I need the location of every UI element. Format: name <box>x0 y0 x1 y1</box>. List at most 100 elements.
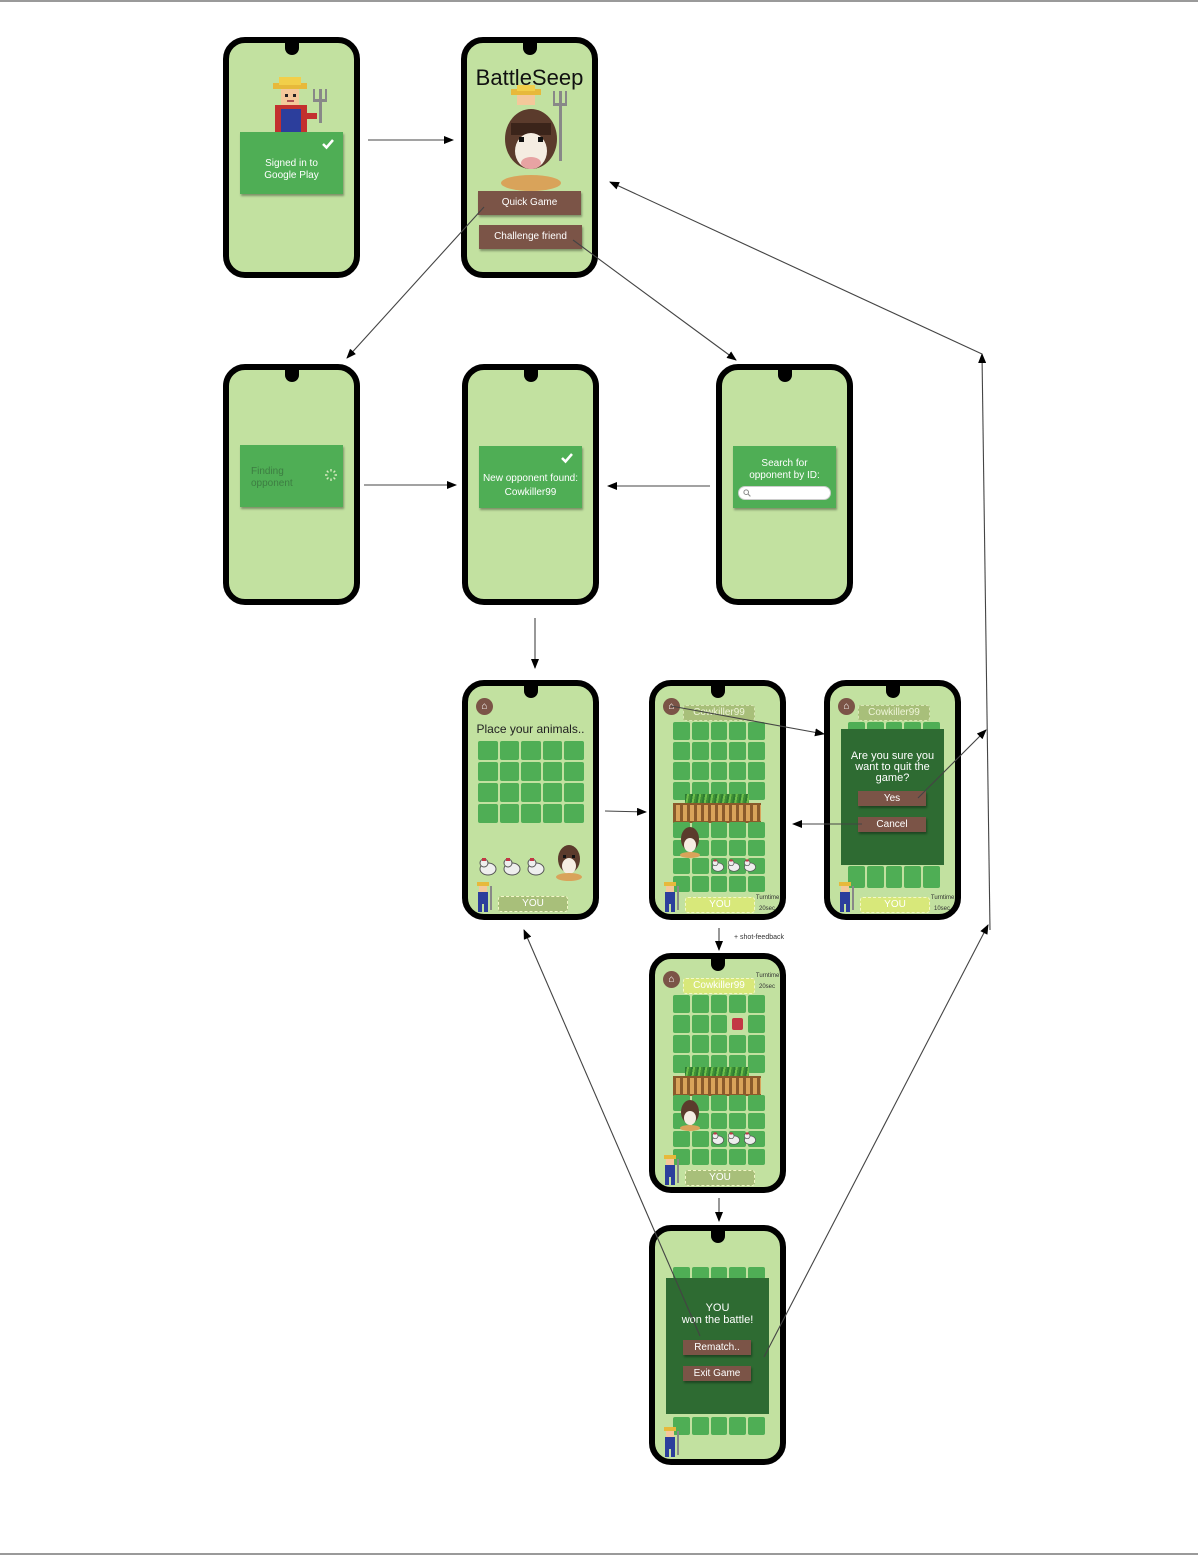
opponent-name-label: Cowkiller99 <box>683 705 755 721</box>
grid-cell[interactable] <box>691 762 709 780</box>
quick-game-button[interactable]: Quick Game <box>478 191 581 215</box>
cancel-button[interactable]: Cancel <box>858 817 926 832</box>
grid-cell[interactable] <box>691 1015 709 1033</box>
check-icon <box>561 453 573 464</box>
grid-cell[interactable] <box>748 1055 765 1073</box>
grid-cell[interactable] <box>564 783 584 802</box>
grid-cell[interactable] <box>499 741 520 760</box>
grid-cell[interactable] <box>564 804 584 823</box>
challenge-friend-button[interactable]: Challenge friend <box>479 225 582 249</box>
grid-cell[interactable] <box>478 762 498 781</box>
home-button[interactable]: ⌂ <box>476 698 493 715</box>
grid-cell[interactable] <box>542 783 563 802</box>
grid-cell[interactable] <box>478 783 498 802</box>
grid-cell[interactable] <box>673 742 690 760</box>
grid-cell[interactable] <box>564 762 584 781</box>
grid-cell[interactable] <box>499 783 520 802</box>
opponent-id-search-input[interactable] <box>738 486 831 500</box>
grid-cell[interactable] <box>710 995 728 1013</box>
grid-cell[interactable] <box>521 804 541 823</box>
grid-cell[interactable] <box>478 741 498 760</box>
farmer-icon <box>664 1427 679 1457</box>
grid-cell[interactable] <box>673 995 690 1013</box>
grid-cell[interactable] <box>710 1015 728 1033</box>
grid-cell <box>691 1267 709 1279</box>
grid-cell <box>885 866 903 888</box>
grid-cell[interactable] <box>748 722 765 740</box>
grid-cell[interactable] <box>673 1035 690 1053</box>
grid-cell[interactable] <box>748 1035 765 1053</box>
grid-cell[interactable] <box>673 722 690 740</box>
grid-cell <box>729 1417 747 1435</box>
placement-grid[interactable] <box>478 741 584 823</box>
chicken-icon[interactable] <box>526 856 546 876</box>
grid-cell[interactable] <box>691 1035 709 1053</box>
cow-icon <box>680 1100 700 1131</box>
grid-cell <box>729 822 747 838</box>
grid-cell <box>748 1149 765 1165</box>
grid-cell[interactable] <box>729 762 747 780</box>
phone-notch <box>710 686 725 698</box>
exit-game-button[interactable]: Exit Game <box>683 1366 751 1381</box>
grid-cell[interactable] <box>729 1035 747 1053</box>
grid-cell[interactable] <box>748 782 765 800</box>
grid-cell[interactable] <box>729 995 747 1013</box>
turn-time-value: 10sec <box>933 906 950 912</box>
player-grid <box>673 1417 765 1435</box>
farmer-icon <box>273 77 327 137</box>
home-button[interactable]: ⌂ <box>663 971 680 988</box>
grid-cell[interactable] <box>691 995 709 1013</box>
opponent-found-line1: New opponent found: <box>482 473 579 484</box>
grid-cell[interactable] <box>499 804 520 823</box>
grid-cell[interactable] <box>748 742 765 760</box>
farmer-icon <box>664 1155 679 1185</box>
grid-cell[interactable] <box>542 762 563 781</box>
arrow-quickgame-to-finding <box>346 206 485 359</box>
arrow-yes-to-junction <box>917 729 987 799</box>
grid-cell[interactable] <box>710 742 728 760</box>
turn-time-value: 20sec <box>758 906 775 912</box>
home-button[interactable]: ⌂ <box>838 698 855 715</box>
grid-cell[interactable] <box>673 762 690 780</box>
grid-cell[interactable] <box>710 762 728 780</box>
opponent-grid[interactable] <box>673 722 765 800</box>
grid-cell[interactable] <box>521 783 541 802</box>
grid-cell[interactable] <box>710 722 728 740</box>
grid-cell[interactable] <box>691 722 709 740</box>
grid-cell[interactable] <box>748 1015 765 1033</box>
phone-notch <box>777 370 792 382</box>
grid-cell[interactable] <box>729 722 747 740</box>
grid-cell[interactable] <box>542 804 563 823</box>
grid-cell[interactable] <box>691 742 709 760</box>
grid-cell[interactable] <box>521 762 541 781</box>
phone-notch <box>523 686 538 698</box>
grid-cell[interactable] <box>748 995 765 1013</box>
cow-icon <box>680 827 700 858</box>
grid-cell <box>866 866 884 888</box>
grid-cell <box>748 822 765 838</box>
grid-cell[interactable] <box>748 762 765 780</box>
turn-time-label: Turntime: <box>930 895 956 901</box>
phone-win-dialog: YOU won the battle! Rematch.. Exit Game <box>649 1225 786 1465</box>
grid-cell[interactable] <box>521 741 541 760</box>
grid-cell <box>923 866 940 888</box>
phone-main-menu: BattleSeep Quick Game Challenge friend <box>461 37 598 278</box>
chicken-icon[interactable] <box>478 856 498 876</box>
grid-cell <box>748 876 765 892</box>
yes-button[interactable]: Yes <box>858 791 926 806</box>
grid-cell <box>691 1131 709 1147</box>
rematch-button[interactable]: Rematch.. <box>683 1340 751 1355</box>
chicken-icon[interactable] <box>502 856 522 876</box>
cow-icon[interactable] <box>554 841 584 881</box>
grid-cell[interactable] <box>542 741 563 760</box>
grid-cell[interactable] <box>729 742 747 760</box>
grid-cell[interactable] <box>673 1015 690 1033</box>
grid-cell[interactable] <box>564 741 584 760</box>
grid-cell[interactable] <box>499 762 520 781</box>
grid-cell <box>691 1149 709 1165</box>
grid-cell[interactable] <box>710 1035 728 1053</box>
opponent-grid[interactable] <box>673 995 765 1073</box>
arrow-rematch-to-place <box>523 929 701 1337</box>
phone-notch <box>885 686 900 698</box>
grid-cell[interactable] <box>478 804 498 823</box>
